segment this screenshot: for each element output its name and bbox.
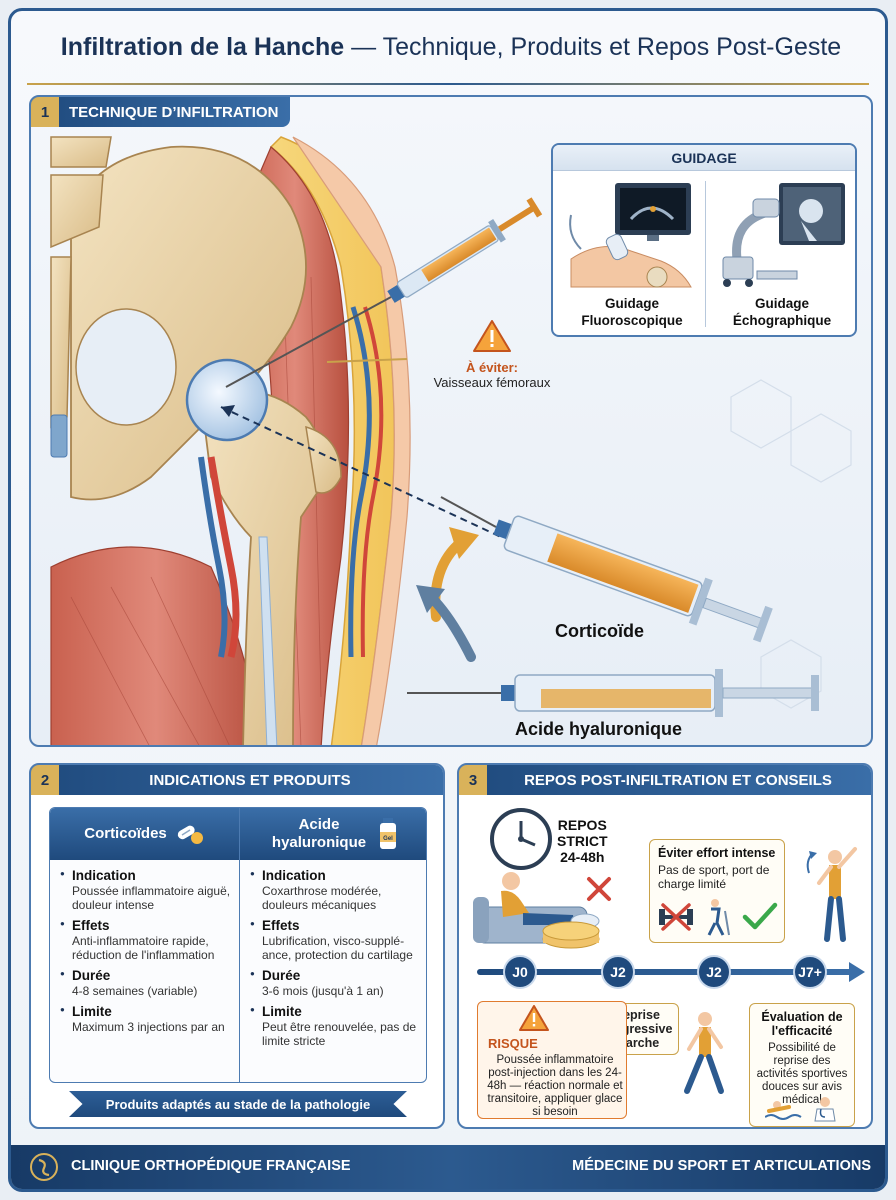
clinic-logo-icon (30, 1153, 58, 1181)
svg-text:Gel: Gel (383, 836, 393, 842)
warning-callout: À éviter: Vaisseaux fémoraux (407, 319, 577, 390)
section-repos: 3 REPOS POST-INFILTRATION ET CONSEILS RE… (457, 763, 873, 1129)
acide-hyaluronique-label: Acide hyaluronique (515, 719, 683, 739)
timeline-node: J7+ (793, 955, 827, 989)
section-header-3: 3 REPOS POST-INFILTRATION ET CONSEILS (459, 765, 871, 795)
clock-icon (490, 808, 552, 870)
cross-icon (587, 877, 611, 901)
swimmer-doctor-icons (765, 1097, 836, 1122)
walking-person-illustration (684, 1012, 724, 1094)
warning-triangle-icon (519, 1005, 549, 1031)
risk-callout: RISQUE Poussée inflammatoire post-inject… (477, 1001, 627, 1119)
section-title: TECHNIQUE D’INFILTRATION (69, 103, 279, 121)
guidage-box: GUIDAGE (551, 143, 857, 337)
column-header: Corticoïdes (50, 808, 239, 860)
timeline-node: J2 (601, 955, 635, 989)
section-number: 1 (31, 97, 59, 127)
section-title: REPOS POST-INFILTRATION ET CONSEILS (524, 771, 832, 789)
risk-text: Poussée inflammatoire post-injection dan… (487, 1054, 623, 1118)
products-ribbon: Produits adaptés au stade de la patholog… (69, 1091, 407, 1117)
no-weights-hiking-check-icons (659, 899, 778, 936)
section-indications: 2 INDICATIONS ET PRODUITS Corticoïdes In… (29, 763, 445, 1129)
infographic-frame: Infiltration de la Hanche — Technique, P… (8, 8, 888, 1192)
guidage-fluoro-caption: Guidage Fluoroscopique (581, 296, 683, 328)
section-header-1: 1 TECHNIQUE D’INFILTRATION (31, 97, 291, 127)
section-number: 3 (459, 765, 487, 795)
title-divider (27, 83, 869, 85)
timeline-bar (477, 969, 853, 975)
warning-triangle-icon (473, 320, 511, 352)
section-title: INDICATIONS ET PRODUITS (149, 771, 351, 789)
timeline-arrow-icon (849, 962, 865, 982)
page-title: Infiltration de la Hanche — Technique, P… (60, 33, 842, 61)
resting-person-sofa-illustration (473, 872, 600, 949)
hip-anatomy-illustration (50, 136, 852, 745)
footer-bar: CLINIQUE ORTHOPÉDIQUE FRANÇAISE MÉDECINE… (11, 1145, 885, 1189)
guidage-echo-caption: Guidage Échographique (732, 296, 832, 328)
timeline-node: J2 (697, 955, 731, 989)
risk-title: RISQUE (488, 1036, 538, 1051)
warning-subtitle: Vaisseaux fémoraux (433, 375, 551, 390)
guidage-title: GUIDAGE (553, 145, 855, 171)
ultrasound-illustration (569, 183, 692, 288)
evaluation-callout: Évaluation de l'efficacité Possibilité d… (749, 1003, 855, 1127)
footer-specialty: MÉDECINE DU SPORT ET ARTICULATIONS (572, 1158, 871, 1174)
section-technique: 1 TECHNIQUE D’INFILTRATION GUIDAGE (29, 95, 873, 747)
vial-icon: Gel (380, 818, 396, 849)
column-acide-hyaluronique: Acide hyaluronique Gel IndicationCoxarth… (239, 808, 426, 1082)
section-header-2: 2 INDICATIONS ET PRODUITS (31, 765, 443, 795)
effort-callout: Éviter effort intense Pas de sport, port… (649, 839, 785, 943)
stretching-person-illustration (806, 847, 857, 942)
timeline-node: J0 (503, 955, 537, 989)
footer-clinic-name: CLINIQUE ORTHOPÉDIQUE FRANÇAISE (71, 1158, 351, 1174)
corticoide-label: Corticoïde (555, 621, 645, 641)
section-number: 2 (31, 765, 59, 795)
pills-icon (177, 825, 203, 844)
guidage-divider (705, 181, 706, 327)
fluoroscopy-c-arm-illustration (722, 183, 845, 287)
warning-title: À éviter: (465, 360, 519, 375)
column-header: Acide hyaluronique Gel (240, 808, 426, 860)
